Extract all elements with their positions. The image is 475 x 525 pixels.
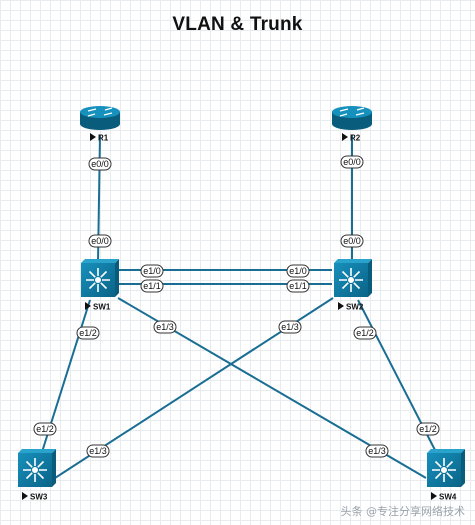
svg-text:SW4: SW4 [439, 493, 457, 502]
device-label-sw2: SW2 [338, 302, 364, 312]
svg-text:R2: R2 [350, 134, 361, 143]
interface-label-r2-text: e0/0 [343, 157, 361, 167]
interface-label-sw2-text: e0/0 [343, 236, 361, 246]
interface-label-sw2: e1/0 [286, 264, 310, 278]
interface-label-sw2: e0/0 [340, 234, 364, 248]
device-label-sw4: SW4 [431, 492, 457, 502]
interface-label-sw2-text: e1/1 [289, 281, 307, 291]
svg-text:SW1: SW1 [93, 303, 111, 312]
multilayer-switch-icon [81, 259, 119, 297]
device-label-r2: R2 [342, 133, 361, 143]
router-icon [80, 106, 120, 130]
interface-label-sw3-text: e1/2 [36, 424, 54, 434]
interface-label-sw2: e1/2 [353, 326, 377, 340]
multilayer-switch-icon [18, 449, 56, 487]
device-label-sw3: SW3 [22, 492, 48, 502]
interface-label-sw3-text: e1/3 [89, 446, 107, 456]
interface-label-sw1-text: e0/0 [91, 236, 109, 246]
interface-label-sw4: e1/3 [365, 444, 389, 458]
interface-label-r2: e0/0 [340, 155, 364, 169]
interface-label-r1: e0/0 [88, 157, 112, 171]
interface-label-sw1: e1/2 [76, 326, 100, 340]
interface-label-sw2-text: e1/0 [289, 266, 307, 276]
switch-sw3[interactable]: SW3 [18, 449, 56, 502]
interface-label-sw3: e1/3 [86, 444, 110, 458]
diagram-title: VLAN & Trunk [172, 14, 303, 35]
interface-label-sw1: e1/3 [153, 320, 177, 334]
interface-label-sw4-text: e1/3 [368, 446, 386, 456]
interface-label-sw1: e1/1 [140, 279, 164, 293]
device-label-r1: R1 [90, 133, 109, 143]
interface-label-sw1-text: e1/2 [79, 328, 97, 338]
interface-label-sw1: e1/0 [140, 264, 164, 278]
router-icon [332, 106, 372, 130]
interface-label-sw3: e1/2 [33, 422, 57, 436]
interface-label-sw1-text: e1/3 [156, 322, 174, 332]
multilayer-switch-icon [334, 259, 372, 297]
interface-label-sw2-text: e1/2 [356, 328, 374, 338]
interface-label-r1-text: e0/0 [91, 159, 109, 169]
interface-label-sw2: e1/3 [278, 320, 302, 334]
svg-text:R1: R1 [98, 134, 109, 143]
router-r2[interactable]: R2 [332, 106, 372, 143]
svg-text:SW3: SW3 [30, 493, 48, 502]
switch-sw2[interactable]: SW2 [334, 259, 372, 312]
switch-sw4[interactable]: SW4 [427, 449, 465, 502]
watermark-text: 头条 @专注分享网络技术 [340, 505, 466, 518]
interface-label-sw1: e0/0 [88, 234, 112, 248]
interface-label-sw1-text: e1/1 [143, 281, 161, 291]
router-r1[interactable]: R1 [80, 106, 120, 143]
switch-sw1[interactable]: SW1 [81, 259, 119, 312]
multilayer-switch-icon [427, 449, 465, 487]
interface-label-sw1-text: e1/0 [143, 266, 161, 276]
interface-label-sw2-text: e1/3 [281, 322, 299, 332]
interface-label-sw4: e1/2 [416, 422, 440, 436]
interface-label-sw4-text: e1/2 [419, 424, 437, 434]
device-label-sw1: SW1 [85, 302, 111, 312]
svg-text:SW2: SW2 [346, 303, 364, 312]
interface-label-sw2: e1/1 [286, 279, 310, 293]
